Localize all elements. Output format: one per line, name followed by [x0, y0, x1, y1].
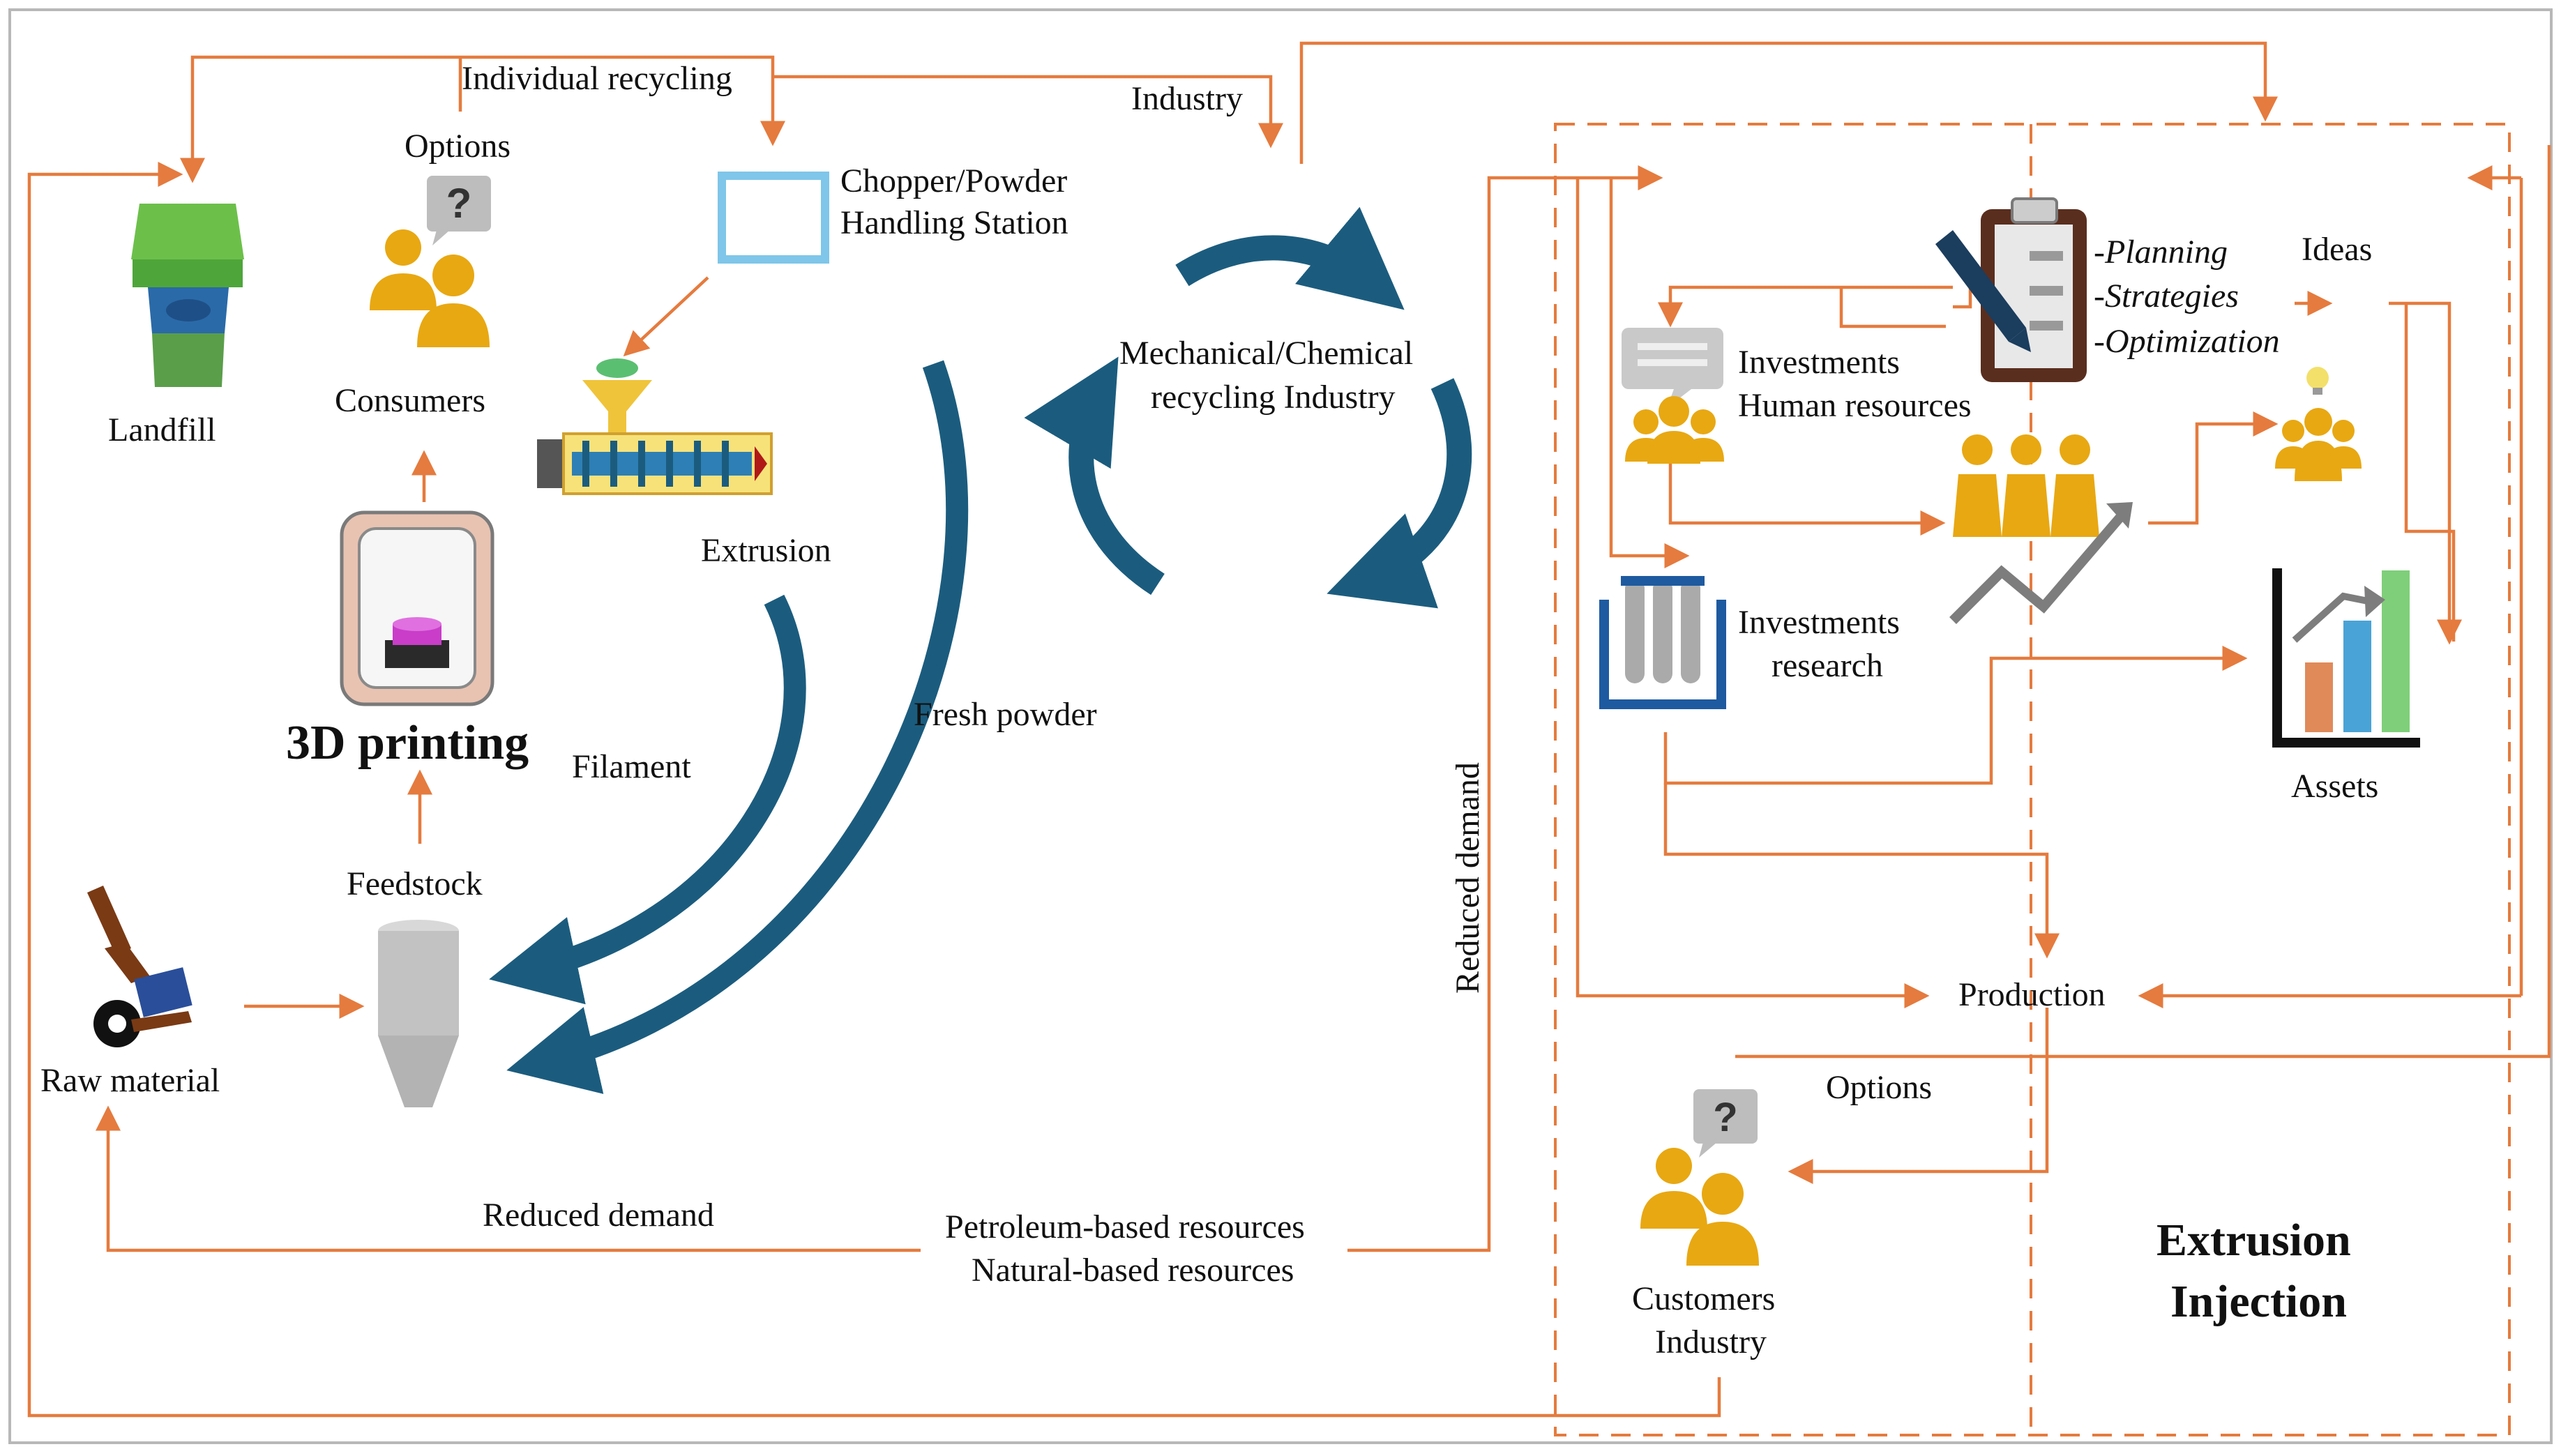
chat-bubble-icon [1622, 328, 1723, 408]
label-planning: -Planning [2094, 234, 2228, 271]
label-extrusion-injection-line2: Injection [2170, 1276, 2347, 1327]
image-border [8, 8, 2553, 1444]
arrow-powder-to-feedstock [506, 360, 969, 1094]
consumers-group-icon [370, 229, 490, 347]
label-options-right: Options [1826, 1069, 1932, 1106]
assets-bar-chart-icon [2272, 568, 2420, 748]
label-investments-hr-line2: Human resources [1738, 387, 1972, 424]
arrow-customers-to-landfill [27, 162, 1721, 1418]
label-customers-line1: Customers [1632, 1280, 1775, 1317]
label-customers-line2: Industry [1655, 1324, 1767, 1360]
label-natural-resources: Natural-based resources [972, 1252, 1294, 1289]
label-extrusion: Extrusion [701, 532, 831, 569]
label-raw-material: Raw material [40, 1062, 220, 1099]
clipboard-planning-icon [1935, 197, 2087, 382]
label-petroleum-resources: Petroleum-based resources [945, 1208, 1305, 1245]
arrow-ideas-to-assets [2389, 301, 2462, 645]
arrow-growth-to-ideas [2148, 411, 2279, 525]
label-filament: Filament [572, 748, 691, 785]
label-mechanical-line1: Mechanical/Chemical [1119, 335, 1413, 372]
landfill-bin-icon [131, 204, 244, 387]
arrow-right-box-left-spine [1576, 178, 1930, 1008]
label-mechanical-line2: recycling Industry [1151, 379, 1396, 416]
label-landfill: Landfill [108, 411, 216, 448]
label-fresh-powder: Fresh powder [914, 696, 1097, 733]
arrow-planning-to-ideas [2404, 303, 2456, 642]
arrow-spine-to-research [1609, 178, 1690, 568]
arrow-chopper-to-extruder [623, 276, 709, 357]
idea-team-icon [2275, 367, 2362, 481]
arrow-right-to-resources [1347, 165, 1663, 1252]
label-chopper-line1: Chopper/Powder [840, 162, 1067, 199]
arrow-research-to-production [1663, 783, 2060, 959]
label-reduced-demand-bottom: Reduced demand [483, 1197, 714, 1234]
svg-text:?: ? [446, 180, 472, 227]
arrow-production-to-customers [1788, 1008, 2049, 1184]
arrow-hr-to-team [1668, 464, 1946, 536]
arrow-recycling-to-chopper [460, 55, 785, 146]
label-options-top: Options [405, 128, 511, 165]
feedstock-silo-icon [378, 920, 459, 1107]
extrusion-injection-region [1554, 123, 2511, 1436]
label-ideas: Ideas [2302, 231, 2372, 268]
blue-flow-arrows [489, 360, 969, 1094]
arrow-to-investments-research [1953, 287, 1972, 309]
recycling-cycle-icon [1024, 206, 1472, 609]
label-investments-hr-line1: Investments [1738, 344, 1900, 381]
arrow-recycling-to-landfill [180, 55, 460, 183]
arrow-mechanical-to-right-box [1299, 41, 2278, 164]
question-bubble-icon: ? [427, 176, 491, 245]
label-strategies: -Strategies [2094, 278, 2239, 314]
arrow-research-to-assets [1663, 646, 2248, 785]
customers-group-icon: ? [1640, 1089, 1759, 1266]
flow-arrows [27, 41, 2551, 1418]
labels: Individual recycling Industry Options Ch… [40, 60, 2378, 1360]
chopper-station-icon [718, 172, 829, 264]
label-production: Production [1958, 976, 2106, 1013]
3d-printer-icon [340, 510, 494, 706]
arrow-industry-to-mechanical [773, 75, 1283, 149]
label-investments-research-line2: research [1771, 647, 1883, 684]
label-consumers: Consumers [335, 382, 485, 419]
test-tubes-icon [1599, 576, 1726, 709]
label-3d-printing: 3D printing [286, 716, 529, 770]
arrow-options-loop [1735, 145, 2551, 1059]
label-reduced-demand-vertical: Reduced demand [1449, 762, 1486, 994]
label-industry-top: Industry [1131, 80, 1243, 117]
label-assets: Assets [2291, 768, 2378, 805]
raw-material-cart-icon [87, 886, 192, 1047]
label-extrusion-injection-line1: Extrusion [2156, 1215, 2351, 1266]
label-investments-research-line1: Investments [1738, 604, 1900, 641]
label-chopper-line2: Handling Station [840, 204, 1068, 241]
team-icon [1625, 396, 1724, 464]
extruder-icon [537, 358, 773, 495]
label-optimization: -Optimization [2094, 323, 2280, 360]
label-feedstock: Feedstock [347, 865, 483, 902]
growth-chart-team-icon [1949, 434, 2133, 624]
arrow-to-investments-hr [1658, 285, 1953, 328]
arrow-extrusion-to-feedstock [489, 594, 806, 1005]
arrow-resources-to-raw [96, 1105, 921, 1252]
svg-text:?: ? [1713, 1095, 1737, 1140]
label-individual-recycling: Individual recycling [462, 60, 732, 97]
